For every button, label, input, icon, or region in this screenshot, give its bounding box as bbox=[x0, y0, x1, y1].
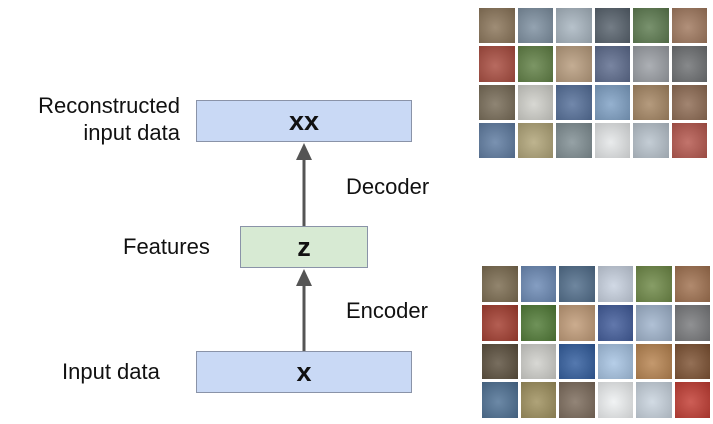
image-thumbnail bbox=[556, 8, 592, 44]
image-thumbnail bbox=[636, 382, 672, 418]
reconstructed-image-grid bbox=[479, 8, 707, 158]
image-thumbnail bbox=[594, 8, 630, 44]
image-thumbnail bbox=[597, 304, 633, 341]
image-thumbnail bbox=[520, 382, 556, 418]
image-thumbnail bbox=[556, 46, 592, 82]
image-thumbnail bbox=[674, 382, 710, 418]
image-thumbnail bbox=[559, 343, 595, 380]
reconstructed-label-line2: input data bbox=[83, 120, 180, 145]
image-thumbnail bbox=[671, 122, 707, 158]
image-thumbnail bbox=[482, 266, 518, 302]
image-thumbnail bbox=[517, 8, 553, 44]
image-thumbnail bbox=[597, 266, 633, 302]
image-thumbnail bbox=[520, 343, 556, 380]
image-thumbnail bbox=[479, 122, 515, 158]
decoder-label: Decoder bbox=[346, 174, 430, 199]
image-thumbnail bbox=[482, 304, 518, 341]
encoder-arrow bbox=[296, 269, 312, 351]
image-thumbnail bbox=[556, 84, 592, 120]
image-thumbnail bbox=[636, 266, 672, 302]
encoder-label: Encoder bbox=[346, 298, 428, 323]
image-thumbnail bbox=[633, 8, 669, 44]
image-thumbnail bbox=[559, 382, 595, 418]
image-thumbnail bbox=[517, 46, 553, 82]
image-thumbnail bbox=[633, 122, 669, 158]
image-thumbnail bbox=[479, 46, 515, 82]
reconstructed-label-line1: Reconstructed bbox=[38, 93, 180, 118]
image-thumbnail bbox=[520, 304, 556, 341]
image-thumbnail bbox=[633, 46, 669, 82]
image-thumbnail bbox=[479, 8, 515, 44]
image-thumbnail bbox=[633, 84, 669, 120]
image-thumbnail bbox=[674, 266, 710, 302]
image-thumbnail bbox=[517, 122, 553, 158]
image-thumbnail bbox=[482, 382, 518, 418]
image-thumbnail bbox=[594, 46, 630, 82]
decoder-arrow bbox=[296, 143, 312, 226]
reconstructed-input-label: Reconstructed input data bbox=[6, 92, 180, 146]
image-thumbnail bbox=[674, 343, 710, 380]
image-thumbnail bbox=[517, 84, 553, 120]
image-thumbnail bbox=[597, 382, 633, 418]
image-thumbnail bbox=[671, 84, 707, 120]
image-thumbnail bbox=[479, 84, 515, 120]
image-thumbnail bbox=[559, 266, 595, 302]
features-box: z bbox=[240, 226, 368, 268]
image-thumbnail bbox=[636, 343, 672, 380]
image-thumbnail bbox=[520, 266, 556, 302]
image-thumbnail bbox=[597, 343, 633, 380]
original-image-grid bbox=[482, 266, 710, 418]
image-thumbnail bbox=[594, 122, 630, 158]
output-box: xx bbox=[196, 100, 412, 142]
input-box: x bbox=[196, 351, 412, 393]
image-thumbnail bbox=[636, 304, 672, 341]
image-thumbnail bbox=[671, 46, 707, 82]
image-thumbnail bbox=[559, 304, 595, 341]
input-data-label: Input data bbox=[62, 359, 160, 384]
image-thumbnail bbox=[482, 343, 518, 380]
image-thumbnail bbox=[674, 304, 710, 341]
features-label: Features bbox=[123, 234, 210, 259]
image-thumbnail bbox=[671, 8, 707, 44]
image-thumbnail bbox=[594, 84, 630, 120]
image-thumbnail bbox=[556, 122, 592, 158]
